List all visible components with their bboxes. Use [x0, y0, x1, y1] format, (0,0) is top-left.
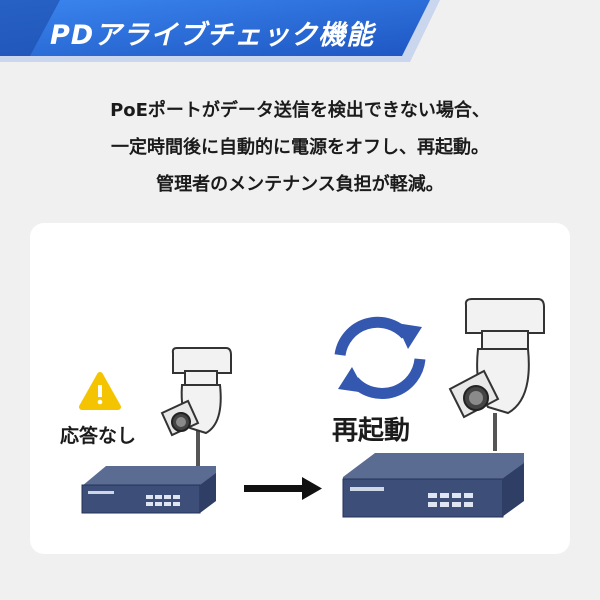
arrow-right-icon	[244, 477, 322, 500]
no-response-label: 応答なし	[60, 425, 137, 447]
description-line-3: 管理者のメンテナンス負担が軽減。	[156, 174, 444, 195]
page-title: PDアライブチェック機能	[50, 20, 375, 51]
feature-description: PoEポートがデータ送信を検出できない場合、 一定時間後に自動的に電源をオフし、…	[0, 92, 600, 203]
title-banner: PDアライブチェック機能	[0, 0, 600, 70]
diagram-illustration	[79, 298, 545, 518]
description-line-2: 一定時間後に自動的に電源をオフし、再起動。	[111, 137, 489, 158]
camera-left-head	[160, 399, 200, 437]
camera-right-head	[448, 369, 500, 419]
switch-left-icon	[81, 466, 216, 514]
description-line-1: PoEポートがデータ送信を検出できない場合、	[110, 100, 490, 121]
refresh-icon	[334, 316, 426, 399]
camera-right-icon	[448, 298, 545, 451]
camera-left-icon	[160, 347, 232, 469]
banner-shape	[0, 0, 440, 62]
restart-label: 再起動	[332, 416, 411, 446]
switch-right-icon	[342, 453, 524, 518]
diagram-panel: 応答なし 再起動	[30, 223, 570, 554]
warning-icon	[79, 372, 121, 410]
